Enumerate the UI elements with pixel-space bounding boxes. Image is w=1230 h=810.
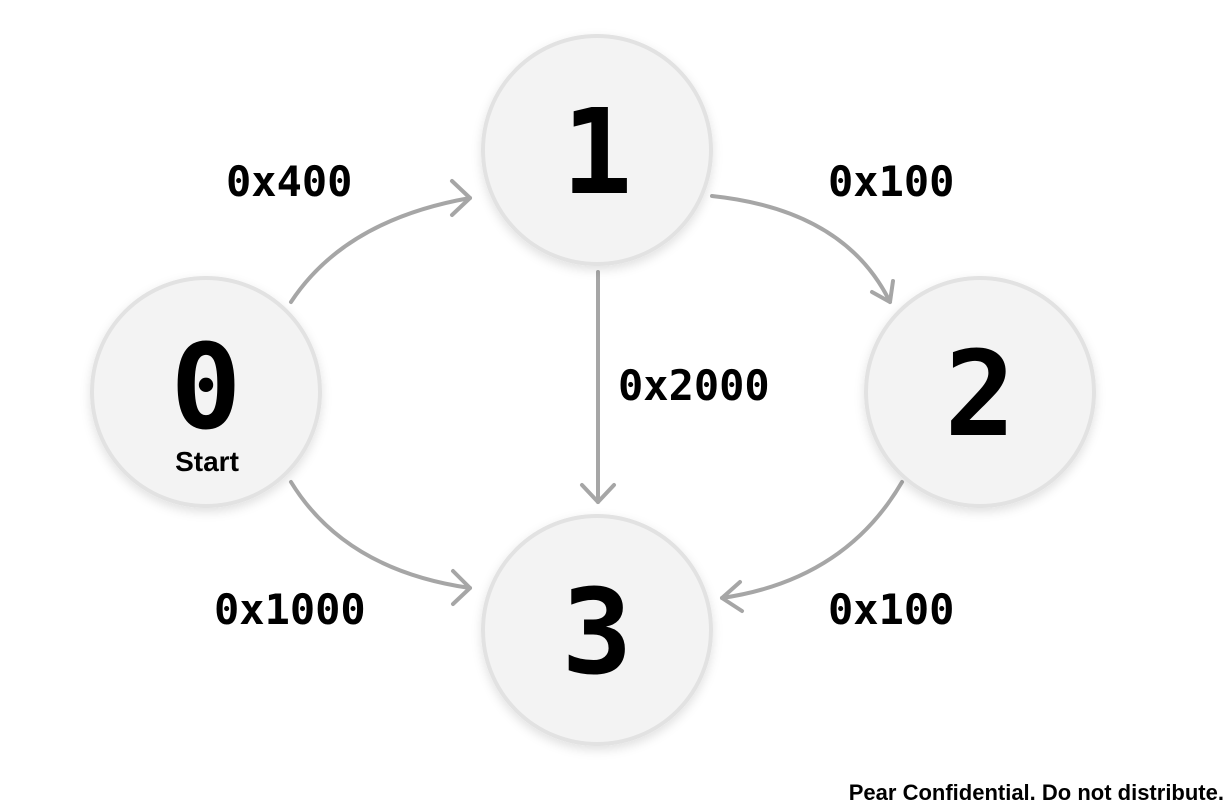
nodes: 0 Start 1 2 3 [90,34,1096,746]
edge-label-0-to-3: 0x1000 [214,585,366,634]
edge-label-1-to-2: 0x100 [828,157,954,206]
node-3-label: 3 [561,563,632,701]
node-2: 2 [864,276,1096,508]
edge-1-to-2 [710,194,895,304]
edge-labels: 0x400 0x100 0x2000 0x1000 0x100 [214,157,954,634]
node-0: 0 Start [90,276,322,508]
node-2-label: 2 [944,325,1015,463]
edge-0-to-1 [289,179,472,304]
node-3: 3 [481,514,713,746]
edge-2-to-3 [720,480,904,613]
edges [289,179,904,613]
edge-label-0-to-1: 0x400 [226,157,352,206]
node-0-sublabel: Start [175,446,239,477]
confidentiality-notice: Pear Confidential. Do not distribute. [848,780,1224,805]
node-1: 1 [481,34,713,266]
edge-label-2-to-3: 0x100 [828,585,954,634]
node-0-label: 0 [170,318,241,456]
edge-label-1-to-3: 0x2000 [618,361,770,410]
edge-0-to-3 [289,480,472,606]
node-1-label: 1 [561,83,632,221]
edge-1-to-3 [580,270,616,504]
